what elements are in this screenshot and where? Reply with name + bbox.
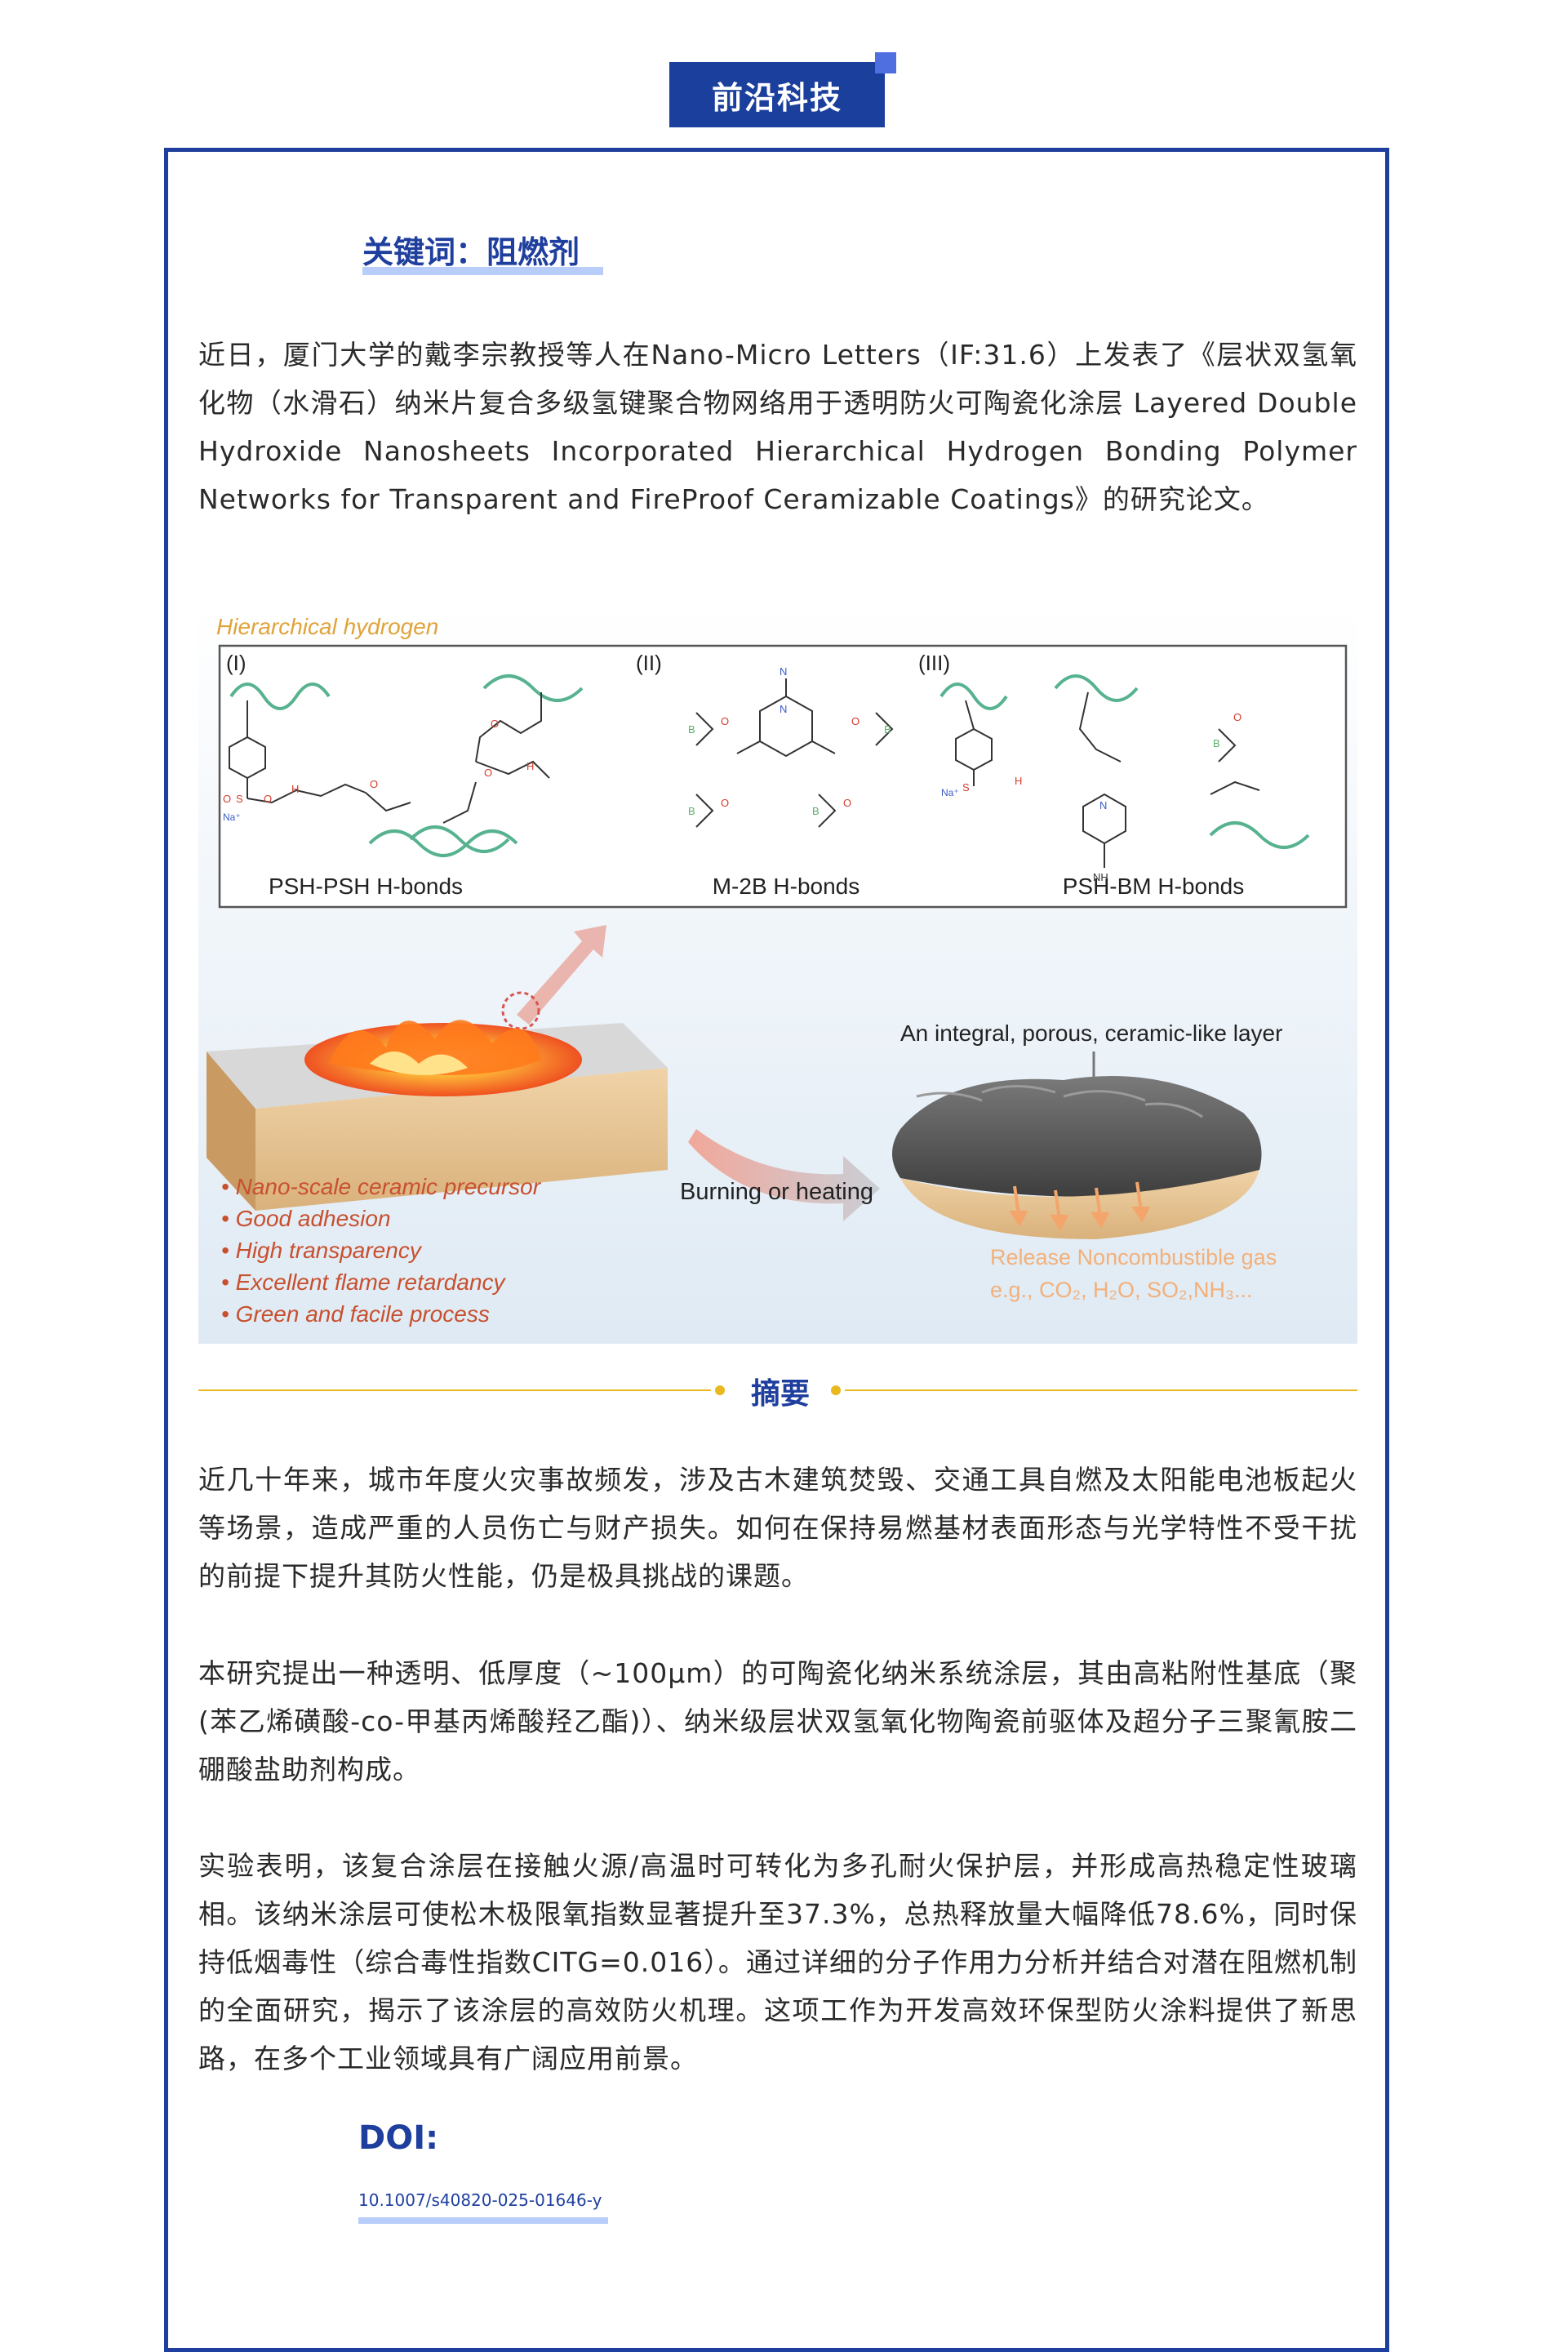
feature-item-3: • High transparency [221, 1238, 423, 1263]
doi-link[interactable]: 10.1007/s40820-025-01646-y [358, 2190, 602, 2210]
divider-line-left [198, 1389, 711, 1391]
panel-3-number: (III) [918, 651, 950, 675]
atom-label-o-8: O [721, 797, 729, 809]
divider-line-right [845, 1389, 1357, 1391]
panel-title: Hierarchical hydrogen [216, 614, 438, 639]
atom-label-b-3: B [688, 805, 695, 817]
abstract-divider: 摘要 [198, 1370, 1357, 1411]
atom-label-h-2: H [526, 760, 534, 772]
divider-dot-left [715, 1385, 725, 1395]
abstract-paragraph-3: 实验表明，该复合涂层在接触火源/高温时可转化为多孔耐火保护层，并形成高热稳定性玻… [198, 1850, 1357, 2074]
hbond-panel [218, 644, 1348, 909]
feature-item-1: • Nano-scale ceramic precursor [221, 1174, 542, 1199]
atom-label-o-9: O [843, 797, 851, 809]
atom-label-o-6: O [721, 715, 729, 727]
abstract-paragraph-1: 近几十年来，城市年度火灾事故频发，涉及古木建筑焚毁、交通工具自燃及太阳能电池板起… [198, 1464, 1357, 1592]
atom-label-b-1: B [688, 723, 695, 736]
atom-label-s-1: S [236, 793, 243, 805]
zoom-circle [501, 991, 540, 1030]
panel-1-caption: PSH-PSH H-bonds [269, 874, 463, 899]
atom-label-o-4: O [491, 718, 499, 730]
atom-label-b-5: B [1213, 737, 1220, 749]
feature-list: • Nano-scale ceramic precursor • Good ad… [221, 1174, 542, 1327]
gas-arrows [1009, 1181, 1151, 1232]
process-arrow [688, 1129, 880, 1221]
psh-psh-molecule [229, 674, 584, 857]
atom-label-n-3: N [1099, 799, 1107, 811]
panel-1-number: (I) [226, 651, 247, 675]
layer-label: An integral, porous, ceramic-like layer [900, 1020, 1282, 1046]
sodium-label-2: Na⁺ [941, 787, 959, 798]
panel-3-caption: PSH-BM H-bonds [1063, 874, 1245, 899]
feature-item-5: • Green and facile process [221, 1301, 490, 1327]
abstract-paragraph-2: 本研究提出一种透明、低厚度（~100μm）的可陶瓷化纳米系统涂层，其由高粘附性基… [198, 1657, 1357, 1785]
burning-wood-block [207, 1020, 668, 1211]
feature-item-2: • Good adhesion [221, 1206, 391, 1231]
psh-bm-atom-labels: S H N NH B O [962, 711, 1242, 883]
atom-label-h-3: H [1015, 775, 1022, 787]
process-label: Burning or heating [680, 1179, 873, 1205]
doi-heading: DOI: [358, 2119, 439, 2157]
keyword-heading: 关键词：阻燃剂 [362, 234, 580, 270]
divider-dot-right [831, 1385, 841, 1395]
atom-label-b-4: B [812, 805, 820, 817]
section-badge: 前沿科技 [669, 62, 885, 127]
atom-label-n-1: N [780, 665, 787, 678]
atom-label-b-2: B [884, 723, 891, 736]
atom-label-o-1: O [223, 793, 231, 805]
atom-label-n-2: N [780, 703, 787, 715]
m-2b-molecule [695, 678, 894, 828]
atom-label-o-7: O [851, 715, 860, 727]
panel-2-number: (II) [636, 651, 662, 675]
abstract-heading: 摘要 [750, 1377, 810, 1411]
panel-2-caption: M-2B H-bonds [713, 874, 860, 899]
atom-label-o-5: O [484, 767, 492, 779]
badge-corner-square [875, 52, 896, 73]
atom-label-h-1: H [291, 783, 299, 795]
zoom-arrow [517, 925, 606, 1025]
paper-figure: Hierarchical hydrogen (I) (II) (III) O S… [198, 607, 1357, 1344]
keyword-underline [362, 267, 603, 275]
sodium-label-1: Na⁺ [223, 811, 241, 823]
psh-atom-labels: O S O H O O O H [223, 718, 534, 805]
psh-bm-molecule [939, 674, 1310, 868]
atom-label-o-2: O [264, 793, 272, 805]
atom-label-nh: NH [1093, 871, 1108, 883]
doi-underline [358, 2217, 608, 2224]
gas-line-2: e.g., CO₂, H₂O, SO₂,NH₃... [990, 1278, 1253, 1302]
gas-line-1: Release Noncombustible gas [990, 1245, 1277, 1269]
intro-paragraph: 近日，厦门大学的戴李宗教授等人在Nano-Micro Letters（IF:31… [198, 339, 1357, 515]
charred-layer-block [892, 1076, 1262, 1239]
feature-item-4: • Excellent flame retardancy [221, 1269, 507, 1295]
atom-label-o-10: O [1233, 711, 1242, 723]
atom-label-o-3: O [370, 778, 378, 790]
m-2b-atom-labels: N N B B B B O O O O [688, 665, 891, 817]
atom-label-s-2: S [962, 781, 970, 794]
